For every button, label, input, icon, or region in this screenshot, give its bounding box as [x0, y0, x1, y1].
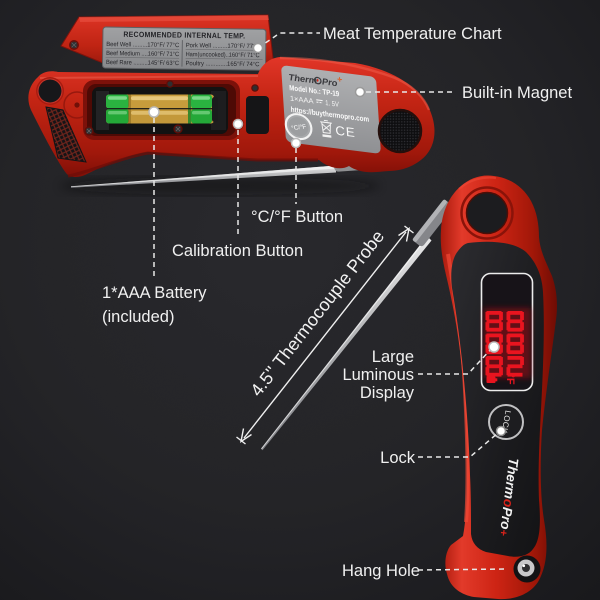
svg-text:°C/°F Button: °C/°F Button [251, 208, 343, 226]
svg-text:Beef Well .........170°F/ 77°C: Beef Well .........170°F/ 77°C [106, 41, 180, 49]
svg-text:Therm: Therm [288, 72, 317, 85]
svg-text:1. 5V: 1. 5V [325, 98, 339, 109]
svg-text:RECOMMENDED INTERNAL TEMP.: RECOMMENDED INTERNAL TEMP. [123, 30, 245, 41]
svg-text:Calibration Button: Calibration Button [172, 242, 303, 260]
svg-text:1*AAA Battery: 1*AAA Battery [102, 284, 207, 302]
svg-text:Poultry .............165°F/ 74: Poultry .............165°F/ 74°C [185, 60, 260, 68]
svg-text:✛: ✛ [337, 76, 342, 83]
svg-text:(included): (included) [102, 308, 174, 326]
svg-text:Ham(uncooked)..160°F/ 71°C: Ham(uncooked)..160°F/ 71°C [186, 51, 261, 59]
svg-text:°C/°F: °C/°F [290, 122, 307, 132]
svg-text:Lock: Lock [380, 449, 416, 467]
svg-text:Pro: Pro [322, 76, 339, 88]
svg-text:Meat Temperature Chart: Meat Temperature Chart [323, 25, 502, 43]
svg-text:Pork Well .........170°F/ 77°C: Pork Well .........170°F/ 77°C [186, 42, 261, 50]
svg-text:Large: Large [372, 348, 414, 366]
svg-text:Hang Hole: Hang Hole [342, 562, 420, 580]
svg-text:Beef Rare .........145°F/ 63°C: Beef Rare .........145°F/ 63°C [106, 59, 180, 67]
svg-text:°F: °F [504, 373, 516, 384]
svg-text:1×AAA: 1×AAA [290, 94, 314, 106]
svg-text:Luminous: Luminous [342, 366, 414, 384]
svg-text:Display: Display [360, 384, 415, 402]
svg-text:Built-in Magnet: Built-in Magnet [462, 84, 572, 102]
svg-text:Beef Medium ....160°F/ 71°C: Beef Medium ....160°F/ 71°C [106, 50, 180, 58]
svg-text:CE: CE [335, 123, 356, 140]
